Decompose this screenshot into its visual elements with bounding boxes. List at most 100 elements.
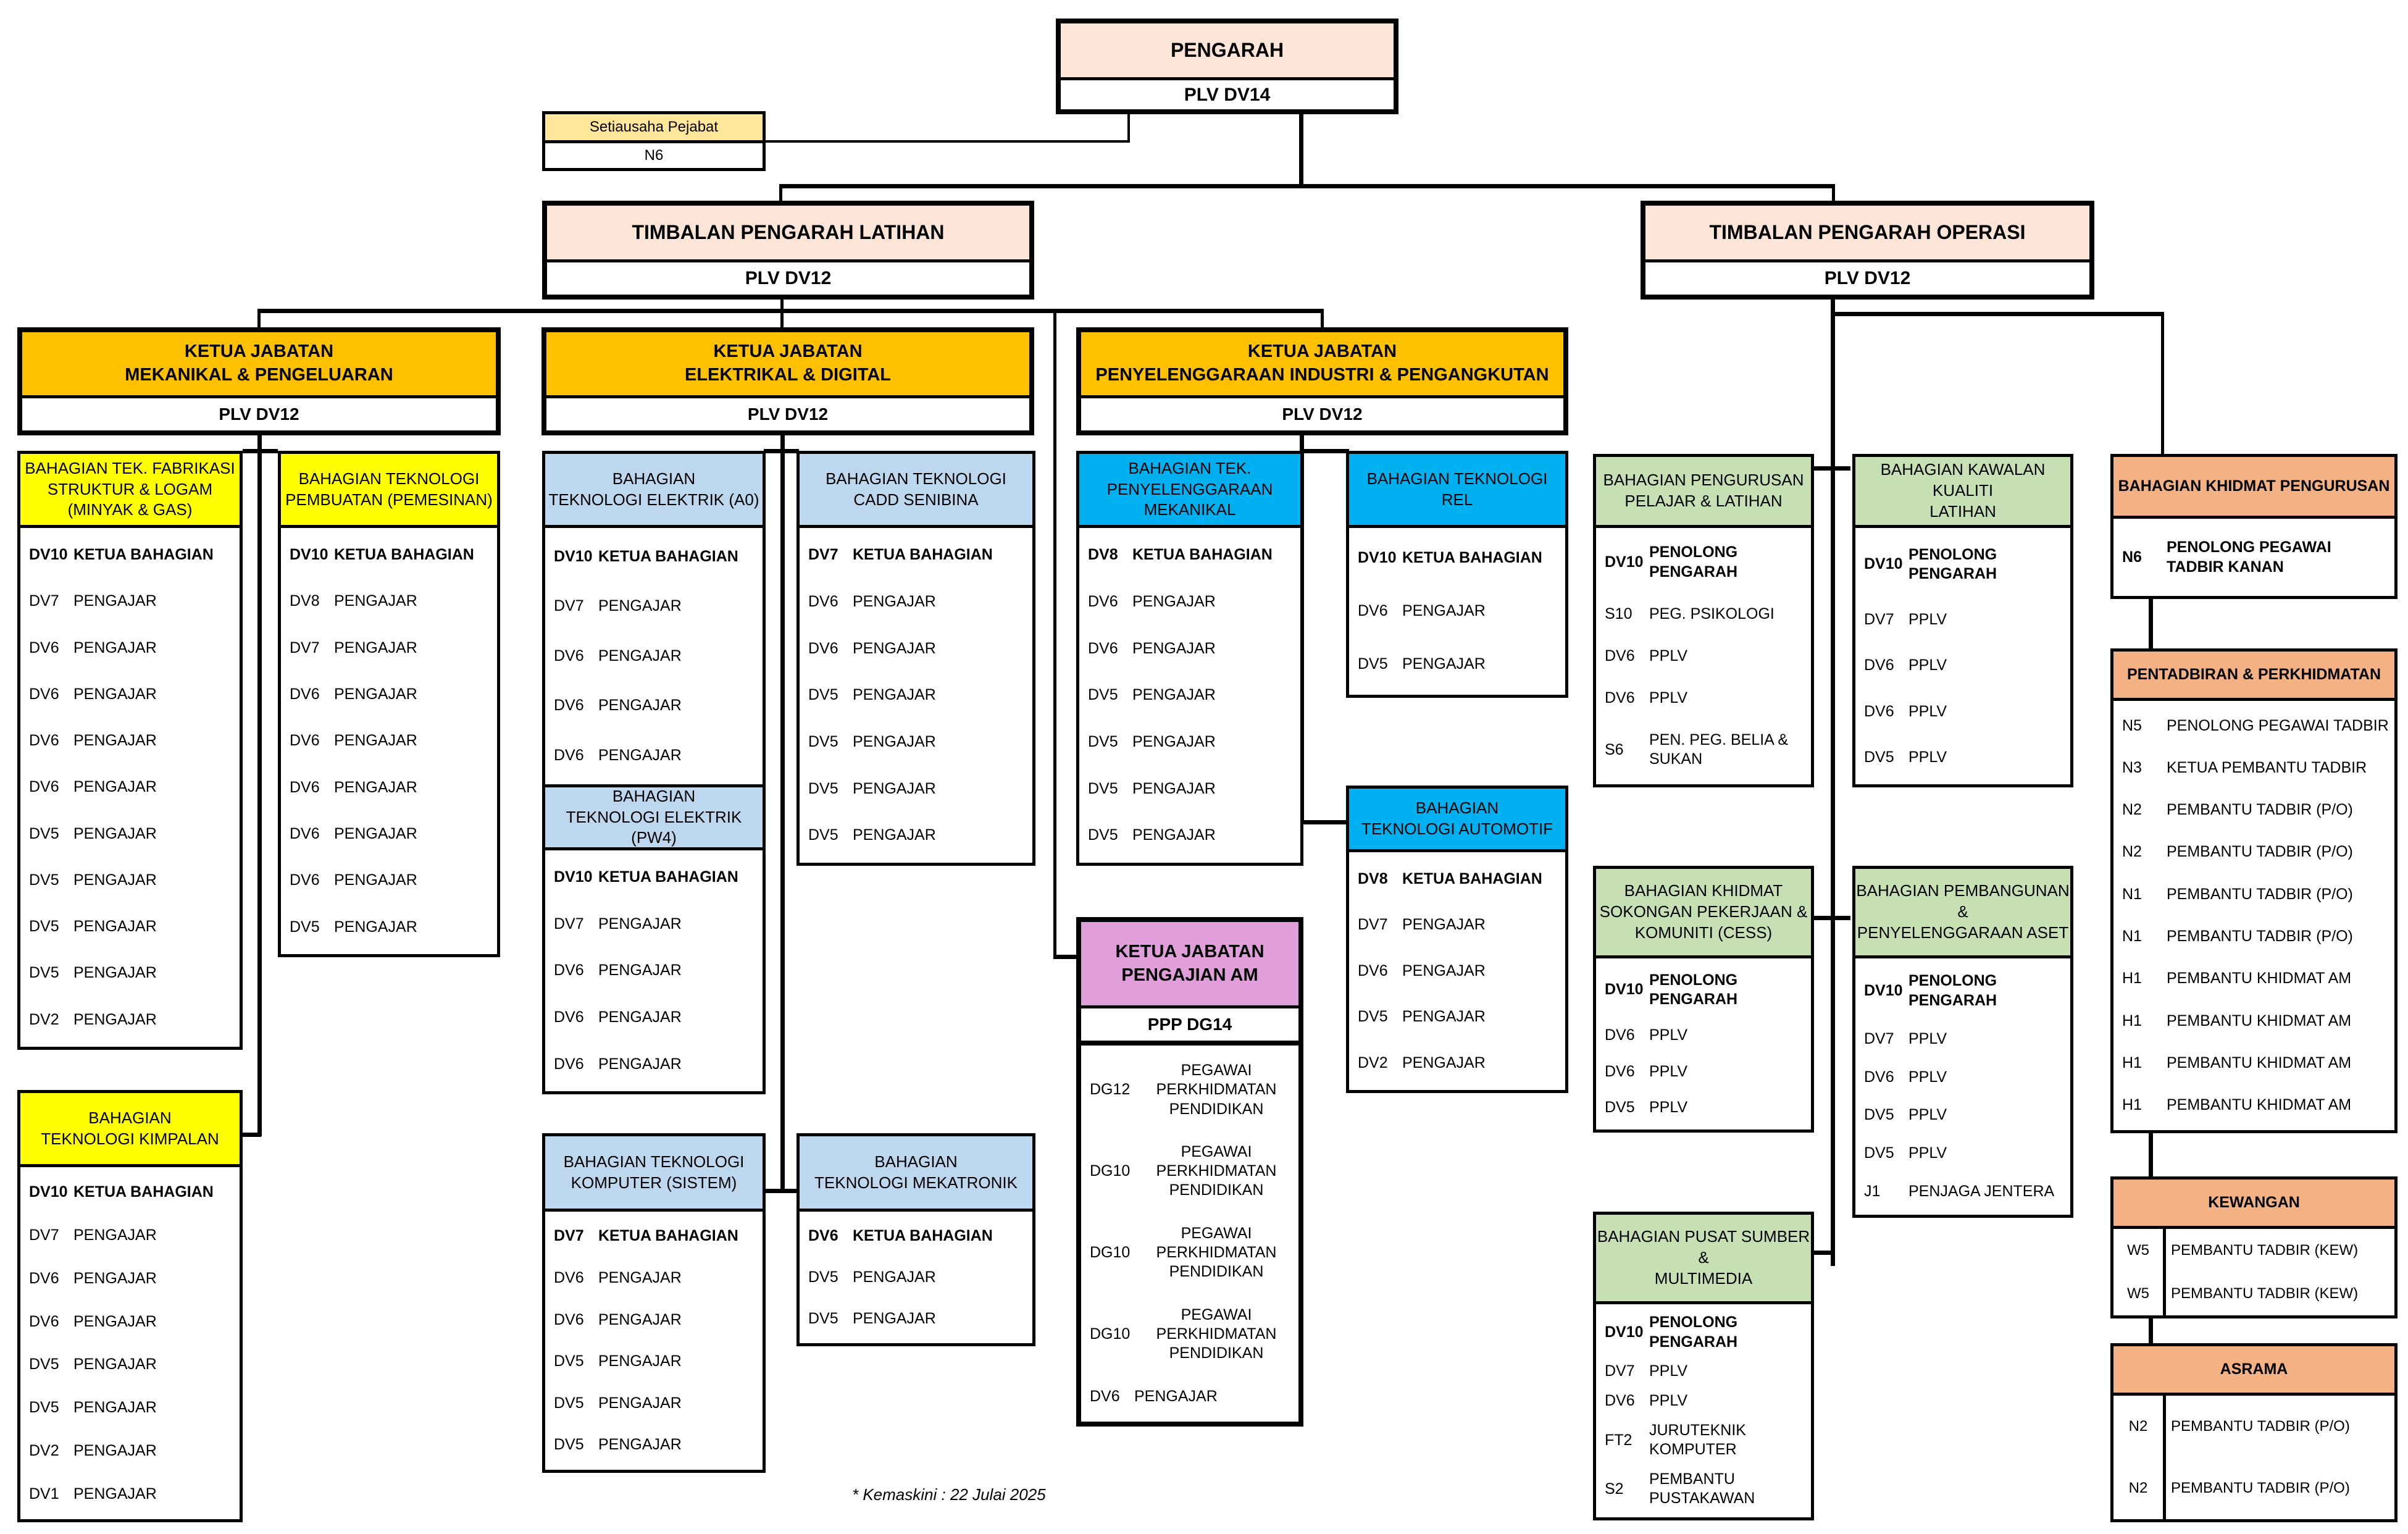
staff-grade: S2 (1605, 1480, 1624, 1498)
staff-position: PENGAJAR (1402, 602, 1486, 620)
staff-position: PPLV (1649, 689, 1688, 706)
staff-position: PPLV (1908, 702, 1947, 720)
staff-position: PENGAJAR (73, 1312, 157, 1330)
staff-position: PEMBANTU TADBIR (KEW) (2171, 1242, 2359, 1259)
staff-grade: DV5 (1088, 826, 1118, 844)
staff-position: PENGAJAR (598, 1008, 682, 1026)
pengajian-am-grade: PPP DG14 (1081, 1008, 1298, 1046)
staff-position: PENGAJAR (853, 733, 936, 751)
staff-position: PENGAJAR (853, 686, 936, 704)
section-fabrikasi: BAHAGIAN TEK. FABRIKASI STRUKTUR & LOGAM… (17, 451, 243, 1050)
staff-grade: DV7 (1864, 1029, 1894, 1047)
staff-position: PENGAJAR (73, 639, 157, 656)
staff-grade: FT2 (1605, 1431, 1633, 1449)
staff-grade: DV10 (1605, 1323, 1644, 1341)
secretary-title: Setiausaha Pejabat (545, 114, 763, 143)
staff-grade: N2 (2122, 843, 2142, 861)
section-title: BAHAGIAN TEKNOLOGI REL (1349, 454, 1565, 528)
staff-position: PENGAJAR (853, 639, 936, 657)
staff-grade: DV6 (808, 592, 838, 610)
staff-grade: DV6 (554, 1268, 584, 1286)
staff-grade: DV5 (808, 1309, 838, 1327)
staff-grade: DV6 (1358, 962, 1388, 979)
staff-position: PEMBANTU KHIDMAT AM (2167, 1054, 2352, 1071)
staff-grade: DV10 (29, 546, 68, 563)
deputy-training-title: TIMBALAN PENGARAH LATIHAN (547, 206, 1029, 262)
staff-grade: DV6 (1864, 1068, 1894, 1086)
section-title: BAHAGIAN TEKNOLOGI MEKATRONIK (800, 1136, 1032, 1212)
staff-grade: DV10 (554, 868, 593, 886)
staff-position: PEGAWAI PERKHIDMATAN PENDIDIKAN (1156, 1062, 1277, 1118)
staff-grade: DV7 (290, 639, 320, 656)
staff-position: PENGAJAR (598, 647, 682, 664)
staff-grade: DV6 (1864, 656, 1894, 674)
staff-grade: DV6 (554, 697, 584, 715)
deputy-operations-box: TIMBALAN PENGARAH OPERASI PLV DV12 (1641, 201, 2094, 300)
staff-position: PENGAJAR (73, 1356, 157, 1373)
staff-position: PENGAJAR (1134, 1387, 1218, 1405)
staff-grade: W5 (2113, 1229, 2166, 1272)
staff-grade: DV7 (554, 915, 584, 933)
staff-grade: DV7 (29, 1226, 59, 1244)
department-penyelenggaraan: KETUA JABATAN PENYELENGGARAAN INDUSTRI &… (1076, 327, 1568, 435)
section-title: BAHAGIAN PEMBANGUNAN & PENYELENGGARAAN A… (1855, 869, 2070, 958)
staff-position: PPLV (1649, 1362, 1688, 1380)
staff-grade: DV7 (554, 597, 584, 615)
staff-grade: DV10 (1605, 981, 1644, 999)
staff-position: PENGAJAR (598, 915, 682, 933)
section-pembuatan: BAHAGIAN TEKNOLOGI PEMBUATAN (PEMESINAN)… (278, 451, 500, 957)
staff-position: PPLV (1649, 647, 1688, 664)
staff-grade: DV10 (1864, 981, 1903, 999)
staff-grade: DV10 (554, 547, 593, 565)
director-title: PENGARAH (1061, 23, 1394, 80)
staff-grade: DV10 (29, 1183, 68, 1201)
deputy-operations-grade: PLV DV12 (1824, 268, 1911, 288)
staff-position: JURUTEKNIK KOMPUTER (1649, 1422, 1746, 1459)
staff-grade: H1 (2122, 1012, 2142, 1029)
staff-position: PENGAJAR (73, 778, 157, 796)
staff-grade: S10 (1605, 605, 1633, 622)
staff-grade: DV5 (554, 1394, 584, 1412)
staff-position: PEMBANTU KHIDMAT AM (2167, 1096, 2352, 1114)
staff-grade: DV7 (1358, 916, 1388, 934)
staff-position: PPLV (1649, 1062, 1688, 1080)
staff-position: PEMBANTU KHIDMAT AM (2167, 970, 2352, 987)
staff-grade: DV6 (1088, 592, 1118, 610)
staff-position: PENGAJAR (1132, 733, 1216, 751)
staff-grade: DV5 (808, 779, 838, 797)
staff-position: PENGAJAR (598, 1310, 682, 1328)
staff-position: PENGAJAR (73, 871, 157, 889)
